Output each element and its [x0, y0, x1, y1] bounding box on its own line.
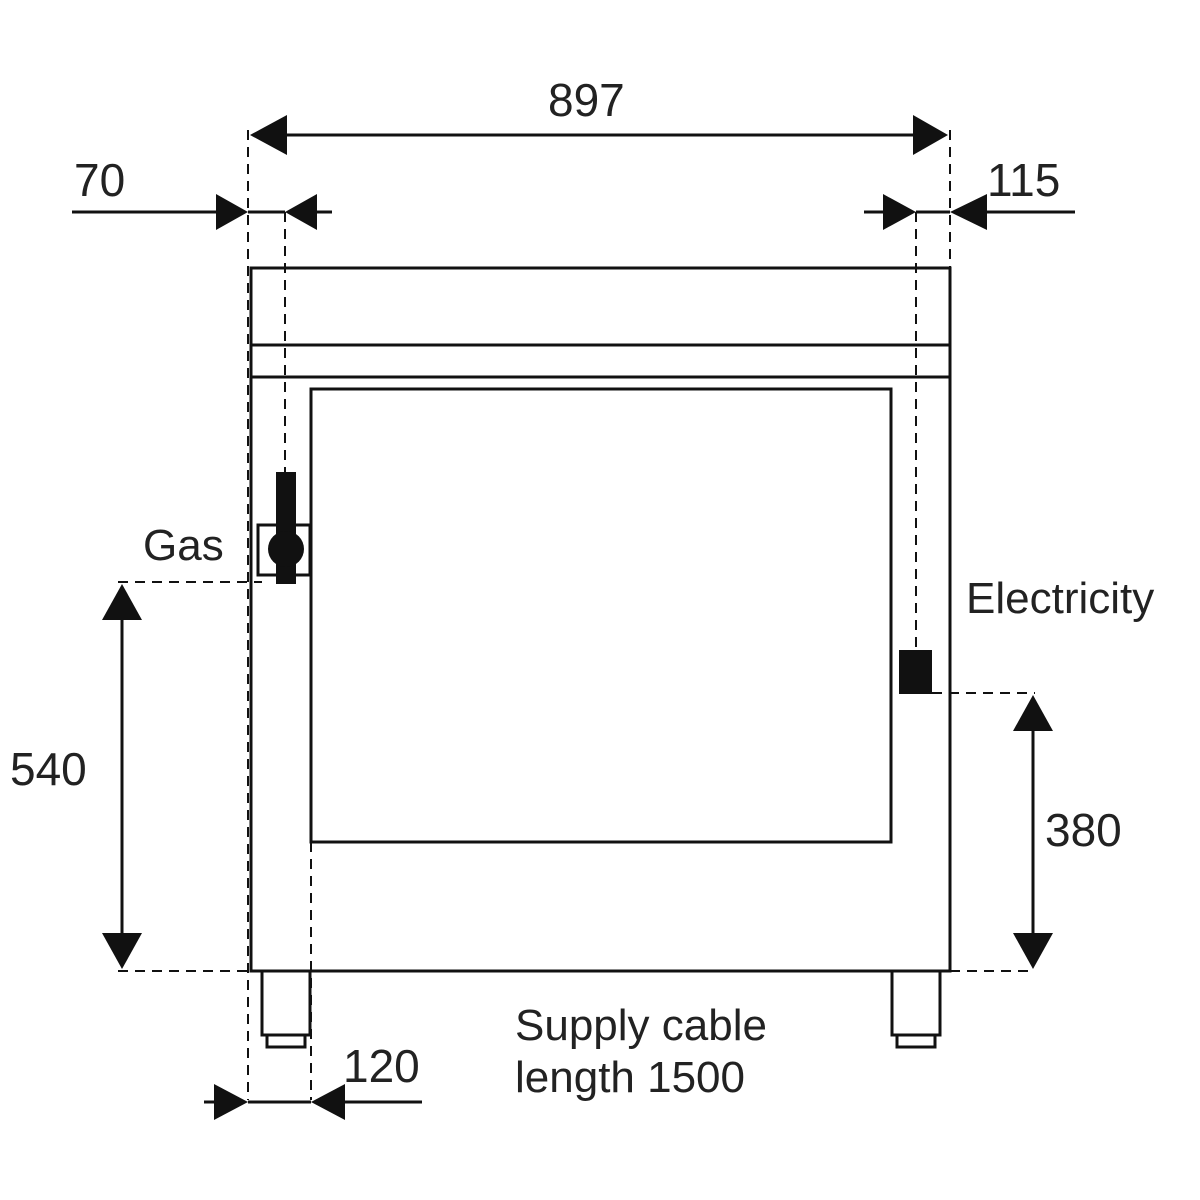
dim-gas-height-label: 540 — [10, 743, 87, 795]
appliance-body — [249, 266, 952, 973]
electricity-label: Electricity — [966, 574, 1155, 623]
arrowhead-70-right — [285, 194, 317, 230]
gas-connection-icon — [256, 472, 312, 584]
supply-cable-note: Supply cable length 1500 — [515, 1000, 767, 1104]
arrowhead-115-right — [950, 194, 987, 230]
dim-gas-offset-label: 70 — [74, 154, 126, 206]
arrowhead-897-left — [250, 115, 287, 155]
arrowhead-540-top — [102, 584, 142, 620]
oven-door — [309, 387, 893, 844]
right-foot-base — [895, 1033, 937, 1049]
dim-electric-offset-label: 115 — [987, 154, 1061, 206]
arrowhead-115-left — [883, 194, 916, 230]
arrowhead-120-left — [214, 1084, 248, 1120]
left-foot — [260, 969, 312, 1037]
supply-cable-line2: length 1500 — [515, 1053, 745, 1102]
dim-foot-offset-label: 120 — [343, 1040, 420, 1092]
dim-electric-height-label: 380 — [1045, 804, 1122, 856]
arrowhead-70-left — [216, 194, 248, 230]
arrowhead-380-top — [1013, 695, 1053, 731]
gas-label: Gas — [143, 521, 224, 570]
arrowhead-540-bottom — [102, 933, 142, 969]
arrowhead-380-bottom — [1013, 933, 1053, 969]
supply-cable-line1: Supply cable — [515, 1001, 767, 1050]
dim-overall-width-label: 897 — [548, 74, 625, 126]
arrowhead-897-right — [913, 115, 948, 155]
arrowhead-120-right — [311, 1084, 345, 1120]
left-foot-base — [265, 1033, 307, 1049]
right-foot — [890, 969, 942, 1037]
electric-connection-icon — [899, 650, 932, 694]
